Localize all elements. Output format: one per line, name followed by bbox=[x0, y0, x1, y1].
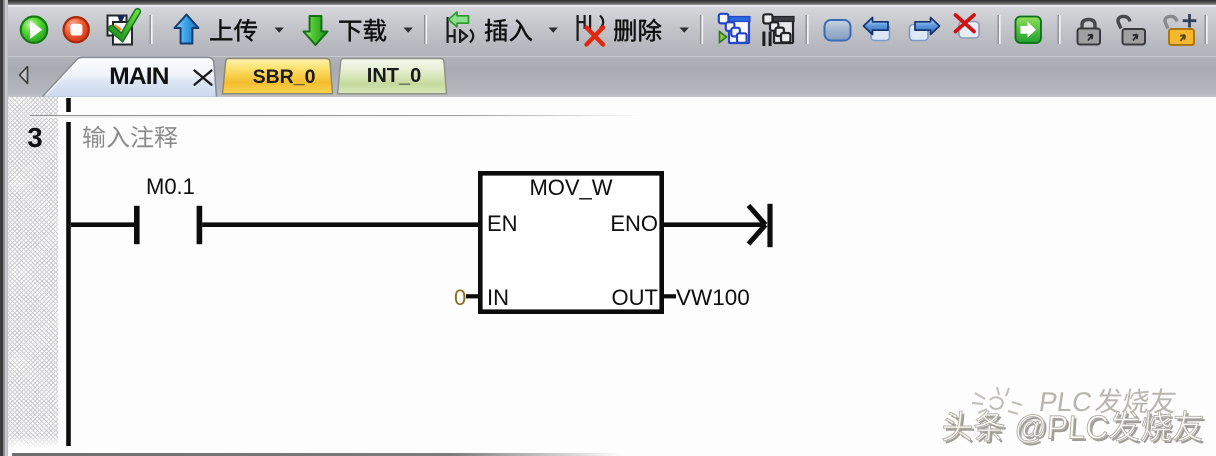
svg-text:@PLC: @PLC bbox=[1013, 409, 1109, 446]
svg-text:@PLC: @PLC bbox=[1016, 412, 1112, 449]
svg-text:PLC: PLC bbox=[1037, 386, 1094, 417]
